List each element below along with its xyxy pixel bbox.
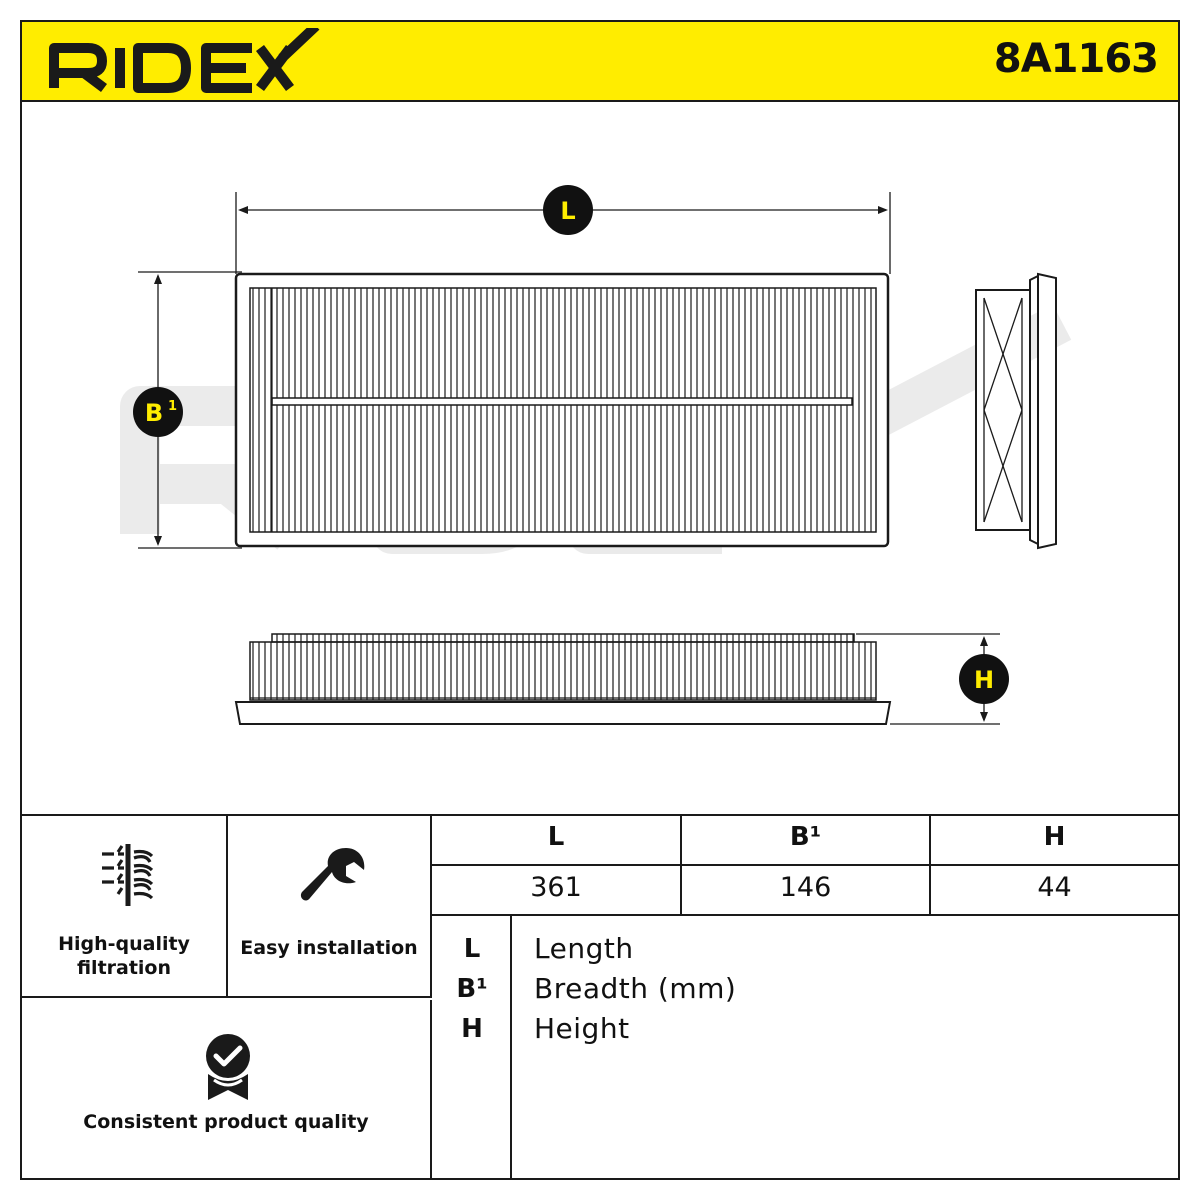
breadth-badge [133,387,183,437]
dim-header-length: L [547,822,565,852]
dim-value-length: 361 [530,872,582,903]
feature-filtration: High-quality filtration [22,816,228,998]
legend-table: L Length B¹ Breadth (mm) H Height [432,916,1178,1180]
technical-drawing: L B 1 [120,185,1072,725]
breadth-badge-sup: 1 [168,399,177,414]
height-badge-label: H [974,666,994,694]
length-badge-label: L [560,197,575,225]
dim-header-height: H [1043,822,1066,852]
legend-value-length: Length [534,932,634,965]
quality-badge-icon [206,1034,250,1100]
feature-quality-label: Consistent product quality [83,1111,369,1133]
wrench-icon [300,848,365,901]
filtration-icon [102,844,154,906]
length-badge [543,185,593,235]
feature-installation-label: Easy installation [240,937,418,959]
header-bar: 8A1163 [22,22,1178,102]
info-table: High-quality filtration Easy installatio… [22,814,1178,1180]
dim-header-breadth: B¹ [789,822,822,852]
feature-quality: Consistent product quality [22,1000,432,1180]
filter-side-view [975,272,1057,550]
dim-value-breadth: 146 [779,872,832,903]
filter-front-view [234,633,892,725]
legend-key-breadth: B¹ [456,974,488,1004]
breadth-badge-label: B [145,399,163,427]
part-number: 8A1163 [993,36,1159,82]
dimension-table: L B¹ H 361 146 44 [432,816,1178,916]
legend-value-height: Height [534,1012,630,1045]
legend-key-length: L [463,934,481,964]
filter-top-view [234,272,890,548]
legend-key-height: H [461,1014,483,1044]
height-badge [959,654,1009,704]
legend-value-breadth: Breadth (mm) [534,972,737,1005]
ridex-logo [49,28,320,93]
feature-filtration-label-2: filtration [76,957,172,979]
dim-value-height: 44 [1037,872,1072,903]
feature-filtration-label-1: High-quality [58,933,190,955]
feature-installation: Easy installation [228,816,432,998]
datasheet-frame: 8A1163 L [20,20,1180,1180]
